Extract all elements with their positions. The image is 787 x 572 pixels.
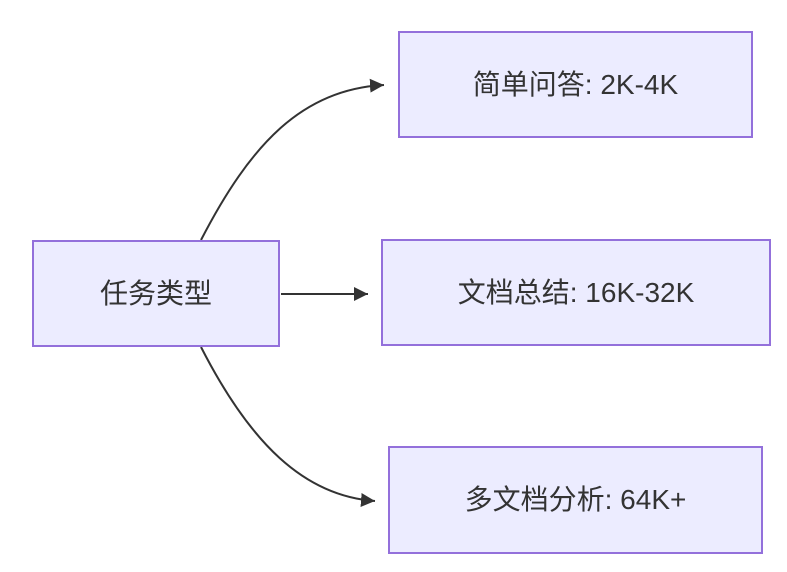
node-multi-doc: 多文档分析: 64K+ (388, 446, 763, 554)
edge-task-type-to-simple-qa (200, 78, 385, 241)
node-label: 简单问答: 2K-4K (472, 68, 679, 100)
node-label: 文档总结: 16K-32K (457, 276, 695, 308)
node-task-type: 任务类型 (32, 240, 280, 347)
node-doc-summary: 文档总结: 16K-32K (381, 239, 771, 346)
edge-task-type-to-multi-doc (200, 346, 376, 507)
node-simple-qa: 简单问答: 2K-4K (398, 31, 753, 138)
node-label: 任务类型 (99, 277, 212, 309)
node-label: 多文档分析: 64K+ (464, 484, 687, 516)
